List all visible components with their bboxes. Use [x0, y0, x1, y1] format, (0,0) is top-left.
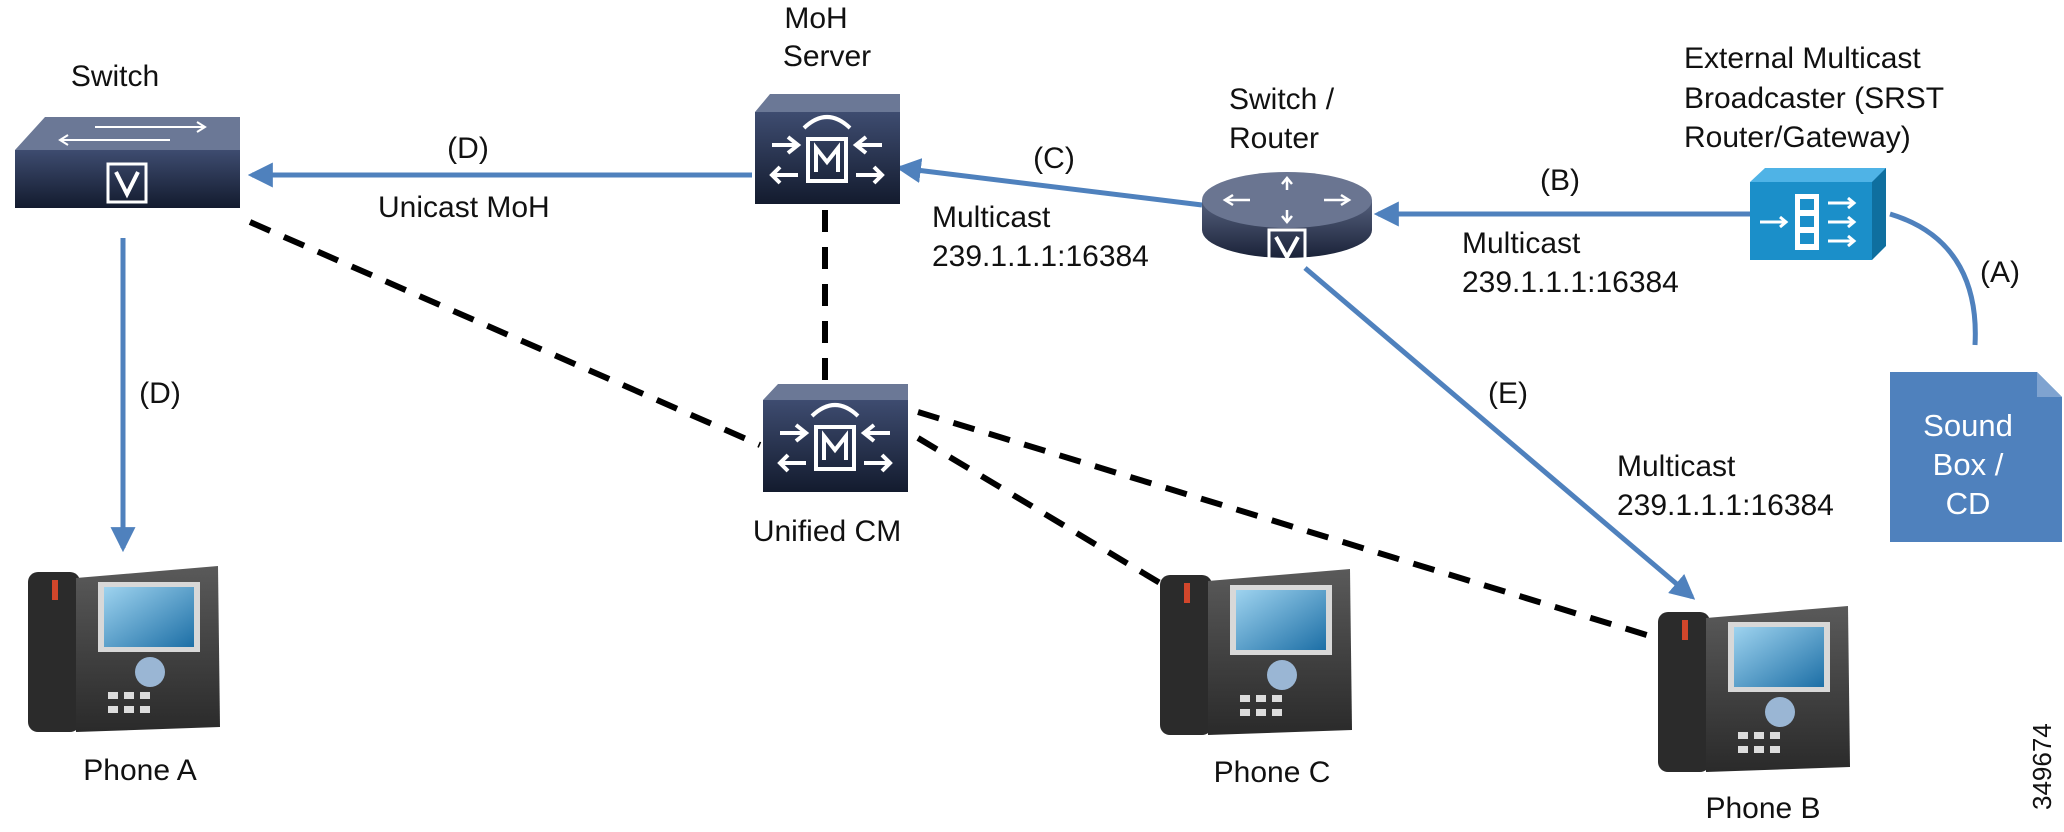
link-c-tag: (C)	[1033, 142, 1075, 175]
phone-screen	[104, 587, 194, 647]
sound-box-cd	[1890, 372, 2062, 542]
switch-top-face	[15, 117, 240, 152]
switch-front-face	[15, 150, 240, 208]
sound-box-label-line-1: Sound	[1923, 408, 2013, 443]
switch-device	[15, 117, 240, 208]
moh-server-body	[755, 112, 900, 204]
link-b-line-1: Multicast	[1462, 227, 1581, 260]
phone-a-label: Phone A	[83, 754, 196, 787]
moh-server-icon	[769, 115, 885, 185]
link-b-line-2: 239.1.1.1:16384	[1462, 266, 1679, 299]
link-a-tag: (A)	[1980, 256, 2020, 289]
router-arrows-icon	[1222, 176, 1352, 224]
link-d-top-text: Unicast MoH	[378, 191, 550, 224]
switch-to-ucm-dashed-line	[248, 219, 762, 448]
switch-arrows-icon	[58, 121, 207, 146]
switch-label: Switch	[71, 60, 159, 93]
unified-cm-device	[763, 384, 908, 492]
handset	[1160, 575, 1212, 735]
router-v-badge	[1267, 228, 1307, 266]
link-d-top-tag: (D)	[447, 132, 489, 165]
link-e-line-2: 239.1.1.1:16384	[1617, 489, 1834, 522]
link-e-line-1: Multicast	[1617, 450, 1736, 483]
unified-cm-body	[763, 400, 908, 492]
router-v-icon	[1274, 236, 1300, 262]
link-c-line-1: Multicast	[932, 201, 1051, 234]
router-to-moh-arrow	[895, 158, 1203, 208]
broadcast-arrows-icon	[1760, 196, 1857, 248]
moh-server-label-line-2: Server	[783, 40, 871, 73]
switch-router-label-line-2: Router	[1229, 122, 1319, 155]
link-b-tag: (B)	[1540, 164, 1580, 197]
sound-box-label-line-3: CD	[1946, 486, 1991, 521]
switch-v-badge	[106, 162, 148, 204]
link-e-tag: (E)	[1488, 377, 1528, 410]
unified-cm-label: Unified CM	[753, 515, 901, 548]
phone-screen	[1236, 590, 1326, 650]
phone-screen	[1734, 627, 1824, 687]
phone-b	[1658, 606, 1850, 772]
ucm-to-phone-c-dashed-line	[916, 435, 1177, 595]
phone-a	[28, 566, 220, 732]
handset	[28, 572, 80, 732]
handset	[1658, 612, 1710, 772]
switch-router-device	[1202, 172, 1372, 266]
moh-server-device	[755, 94, 900, 204]
switch-v-icon	[114, 171, 140, 199]
sound-box-label-line-2: Box /	[1933, 447, 2004, 482]
sound-box-shape	[1890, 372, 2062, 542]
router-to-phone-b-arrow	[1303, 266, 1696, 600]
ucm-to-phone-b-dashed-line	[917, 409, 1651, 639]
switch-router-label-line-1: Switch /	[1229, 83, 1335, 116]
moh-server-label-line-1: MoH	[784, 2, 847, 35]
unified-cm-icon	[777, 403, 893, 473]
link-c-line-2: 239.1.1.1:16384	[932, 240, 1149, 273]
media-flows	[110, 158, 1978, 600]
signaling-links	[248, 210, 1651, 639]
broadcaster-label-line-3: Router/Gateway)	[1684, 121, 1911, 154]
phone-c-label: Phone C	[1214, 756, 1331, 789]
soundbox-to-broadcaster-line	[1889, 211, 1978, 346]
broadcaster-label-line-1: External Multicast	[1684, 42, 1921, 75]
broadcaster-label-line-2: Broadcaster (SRST	[1684, 82, 1944, 115]
film-strip-icon	[1795, 194, 1819, 250]
router-top	[1202, 172, 1372, 228]
broadcaster-device	[1750, 168, 1886, 260]
figure-number: 349674	[2027, 723, 2057, 810]
phone-c	[1160, 569, 1352, 735]
phone-b-label: Phone B	[1705, 792, 1820, 825]
link-d-down-tag: (D)	[139, 377, 181, 410]
